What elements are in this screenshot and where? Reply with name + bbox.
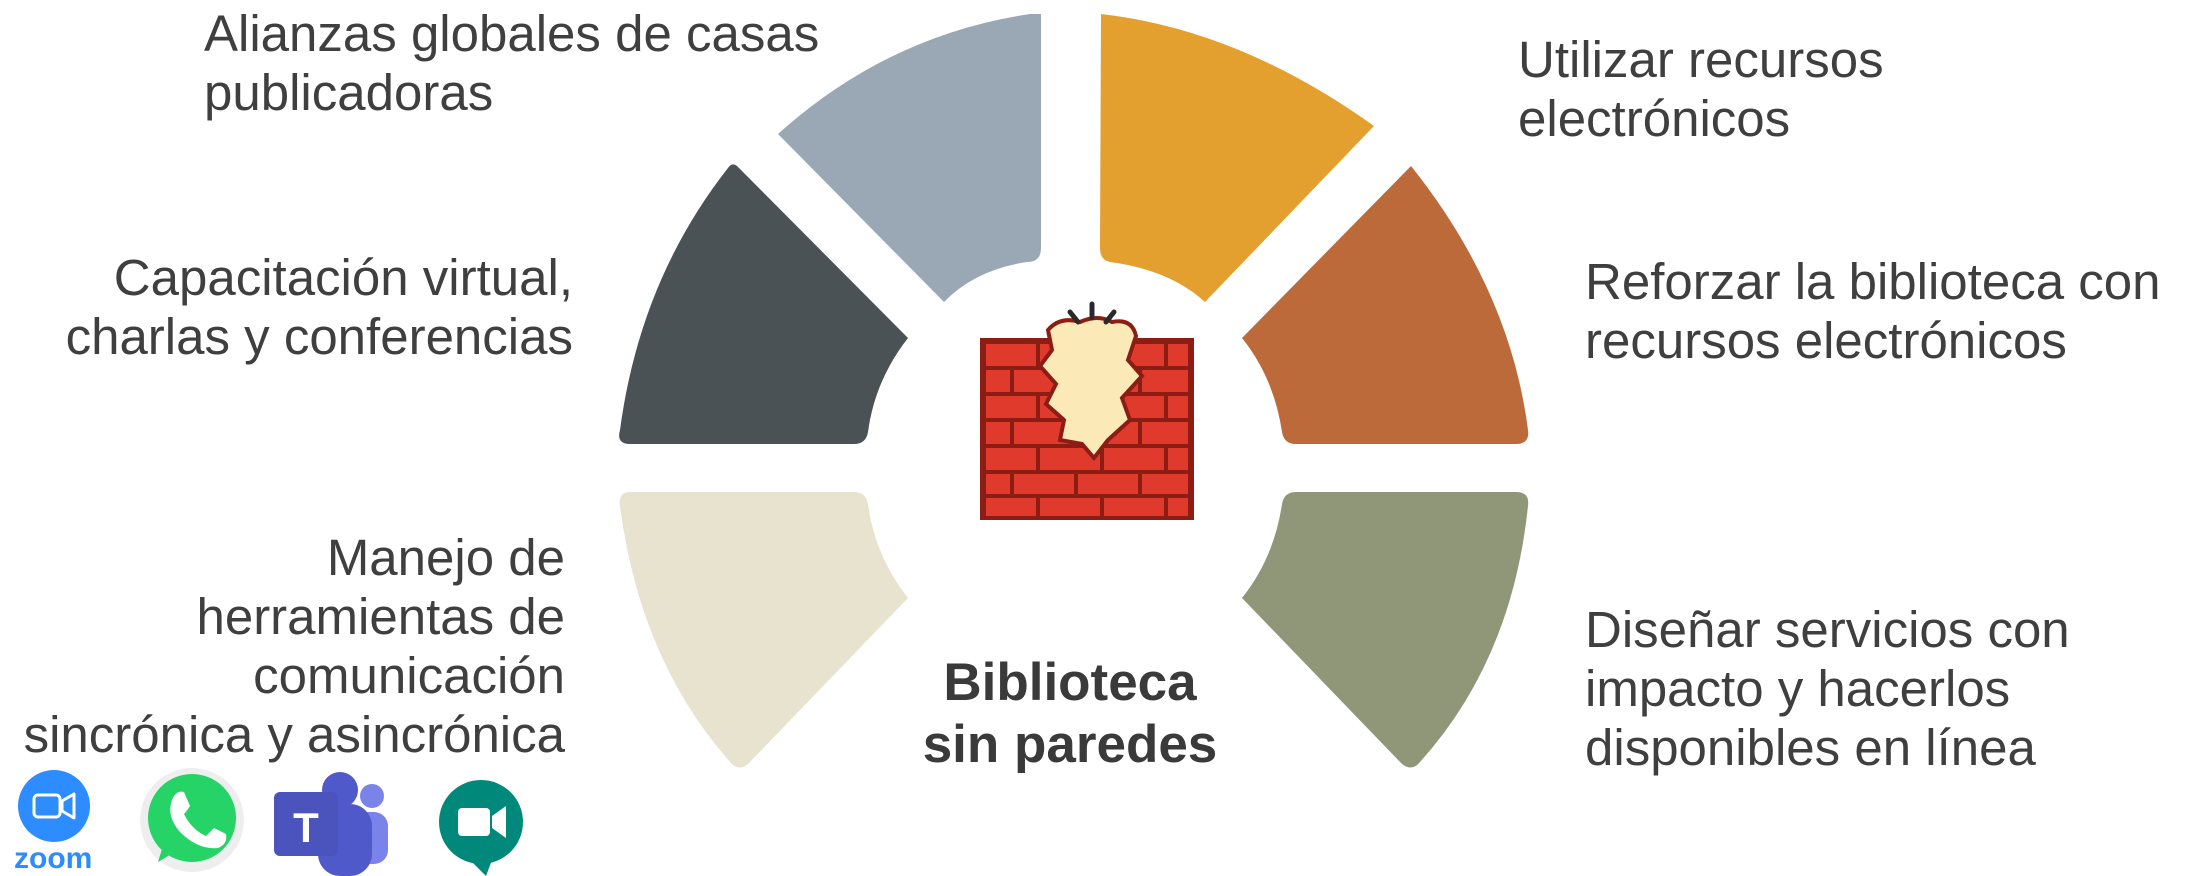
center-title: Biblioteca sin paredes xyxy=(880,652,1260,776)
whatsapp-icon xyxy=(140,768,244,872)
label-alianzas: Alianzas globales de casas publicadoras xyxy=(204,5,820,121)
zoom-label: zoom xyxy=(14,842,93,875)
segment-manejo xyxy=(619,492,908,768)
label-reforzar: Reforzar la biblioteca con recursos elec… xyxy=(1585,253,2161,369)
zoom-icon xyxy=(18,770,90,842)
center-title-line2: sin paredes xyxy=(922,715,1218,774)
label-utilizar: Utilizar recursos electrónicos xyxy=(1518,31,1884,147)
segment-alianzas xyxy=(778,14,1041,302)
label-manejo: Manejo de herramientas de comunicación s… xyxy=(23,529,565,763)
label-capacitacion: Capacitación virtual, charlas y conferen… xyxy=(65,249,573,365)
segment-disenar xyxy=(1242,492,1529,768)
brick-wall-icon xyxy=(980,301,1194,520)
segment-utilizar xyxy=(1100,14,1374,302)
center-title-line1: Biblioteca xyxy=(943,653,1197,712)
label-disenar: Diseñar servicios con impacto y hacerlos… xyxy=(1585,601,2070,776)
meet-icon xyxy=(439,780,523,876)
teams-icon: T xyxy=(274,772,388,876)
segment-reforzar xyxy=(1242,166,1529,444)
segment-capacitacion xyxy=(619,164,908,444)
teams-letter: T xyxy=(293,804,319,851)
